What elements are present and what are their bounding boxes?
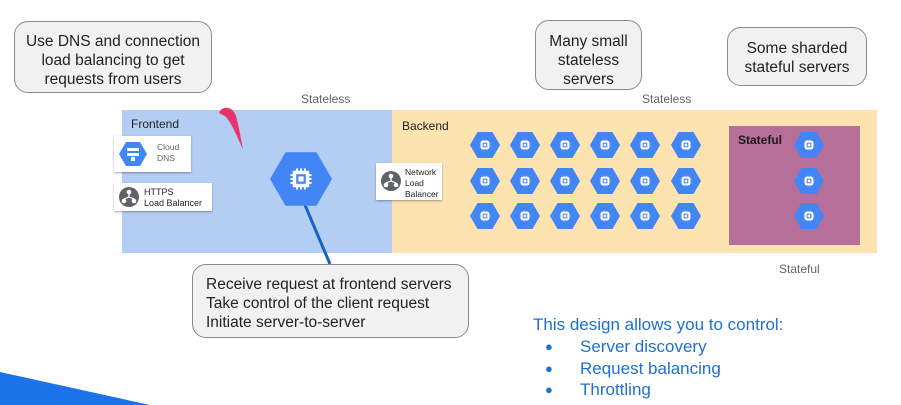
cloud-dns-icon bbox=[119, 142, 147, 166]
stateless-server-icon bbox=[550, 168, 580, 194]
stateless-callout-line: servers bbox=[563, 71, 614, 88]
stateless-server-icon bbox=[470, 132, 500, 158]
https-load-balancer-label: HTTPS Load Balancer bbox=[144, 187, 202, 209]
stateless-server-icon bbox=[590, 168, 620, 194]
slide-corner-stripe bbox=[0, 372, 150, 405]
stateless-servers-callout: Many small stateless servers bbox=[535, 20, 642, 90]
stateful-zone-label: Stateful bbox=[738, 133, 783, 147]
network-lb-label-line: Network bbox=[405, 167, 437, 177]
network-load-balancer-card: Network Load Balancer bbox=[376, 163, 442, 200]
design-control-item: Request balancing bbox=[545, 358, 721, 380]
sharded-callout-line: stateful servers bbox=[744, 59, 850, 76]
frontend-request-callout: Receive request at frontend servers Take… bbox=[192, 264, 469, 338]
request-callout-line: Initiate server-to-server bbox=[206, 314, 366, 331]
frontend-server-icon bbox=[270, 152, 332, 206]
frontend-stateless-tag: Stateless bbox=[301, 92, 351, 106]
stateless-server-icon bbox=[590, 132, 620, 158]
stateful-server-icon bbox=[794, 203, 824, 229]
network-lb-label-line: Load bbox=[405, 178, 424, 188]
stateful-tag: Stateful bbox=[779, 262, 820, 276]
cloud-dns-card: Cloud DNS bbox=[114, 136, 191, 172]
stateless-server-icon bbox=[510, 168, 540, 194]
stateless-server-icon bbox=[590, 203, 620, 229]
stateless-server-icon bbox=[630, 203, 660, 229]
stateless-server-icon bbox=[630, 168, 660, 194]
cloud-dns-label-line: Cloud bbox=[157, 142, 180, 152]
stateless-server-icon bbox=[510, 132, 540, 158]
design-control-item: Server discovery bbox=[545, 336, 721, 358]
stateless-server-icon bbox=[550, 132, 580, 158]
stateless-server-icon bbox=[630, 132, 660, 158]
stateful-server-icon bbox=[794, 132, 824, 158]
https-lb-label-line: HTTPS bbox=[144, 187, 174, 197]
stateless-server-icon bbox=[510, 203, 540, 229]
stateless-callout-line: stateless bbox=[557, 52, 620, 69]
load-balancer-icon bbox=[119, 187, 139, 207]
design-summary-title: This design allows you to control: bbox=[533, 315, 784, 334]
dns-callout: Use DNS and connection load balancing to… bbox=[14, 21, 212, 93]
load-balancer-icon bbox=[381, 171, 401, 191]
sharded-callout-line: Some sharded bbox=[746, 40, 848, 57]
design-control-list: Server discovery Request balancing Throt… bbox=[545, 336, 721, 401]
stateless-callout-line: Many small bbox=[549, 33, 628, 50]
stateless-server-icon bbox=[470, 203, 500, 229]
cloud-dns-label-line: DNS bbox=[157, 153, 175, 163]
stateless-server-icon bbox=[671, 132, 701, 158]
dns-callout-line: requests from users bbox=[44, 71, 182, 88]
design-control-item: Throttling bbox=[545, 379, 721, 401]
sharded-servers-callout: Some sharded stateful servers bbox=[727, 27, 867, 86]
network-load-balancer-label: Network Load Balancer bbox=[405, 167, 439, 200]
stateless-server-icon bbox=[671, 203, 701, 229]
request-callout-line: Receive request at frontend servers bbox=[206, 276, 452, 293]
stateful-server-column bbox=[794, 132, 824, 229]
https-load-balancer-card: HTTPS Load Balancer bbox=[114, 183, 212, 211]
network-lb-label-line: Balancer bbox=[405, 189, 439, 199]
callout-connector-line bbox=[300, 197, 332, 265]
dns-callout-line: Use DNS and connection bbox=[25, 33, 201, 50]
frontend-server-group bbox=[270, 152, 332, 206]
frontend-zone bbox=[122, 110, 392, 253]
stateless-server-icon bbox=[671, 168, 701, 194]
stateful-server-icon bbox=[794, 168, 824, 194]
https-lb-label-line: Load Balancer bbox=[144, 198, 203, 208]
stateless-server-icon bbox=[550, 203, 580, 229]
stateless-server-grid bbox=[470, 132, 701, 229]
stateless-server-icon bbox=[470, 168, 500, 194]
frontend-zone-label: Frontend bbox=[131, 117, 180, 131]
backend-zone-label: Backend bbox=[402, 119, 449, 133]
backend-stateless-tag: Stateless bbox=[642, 92, 692, 106]
cloud-dns-label: Cloud DNS bbox=[157, 142, 179, 164]
laser-pointer-mark bbox=[219, 107, 243, 150]
request-callout-line: Take control of the client request bbox=[206, 295, 430, 312]
dns-callout-line: load balancing to get bbox=[41, 52, 185, 69]
